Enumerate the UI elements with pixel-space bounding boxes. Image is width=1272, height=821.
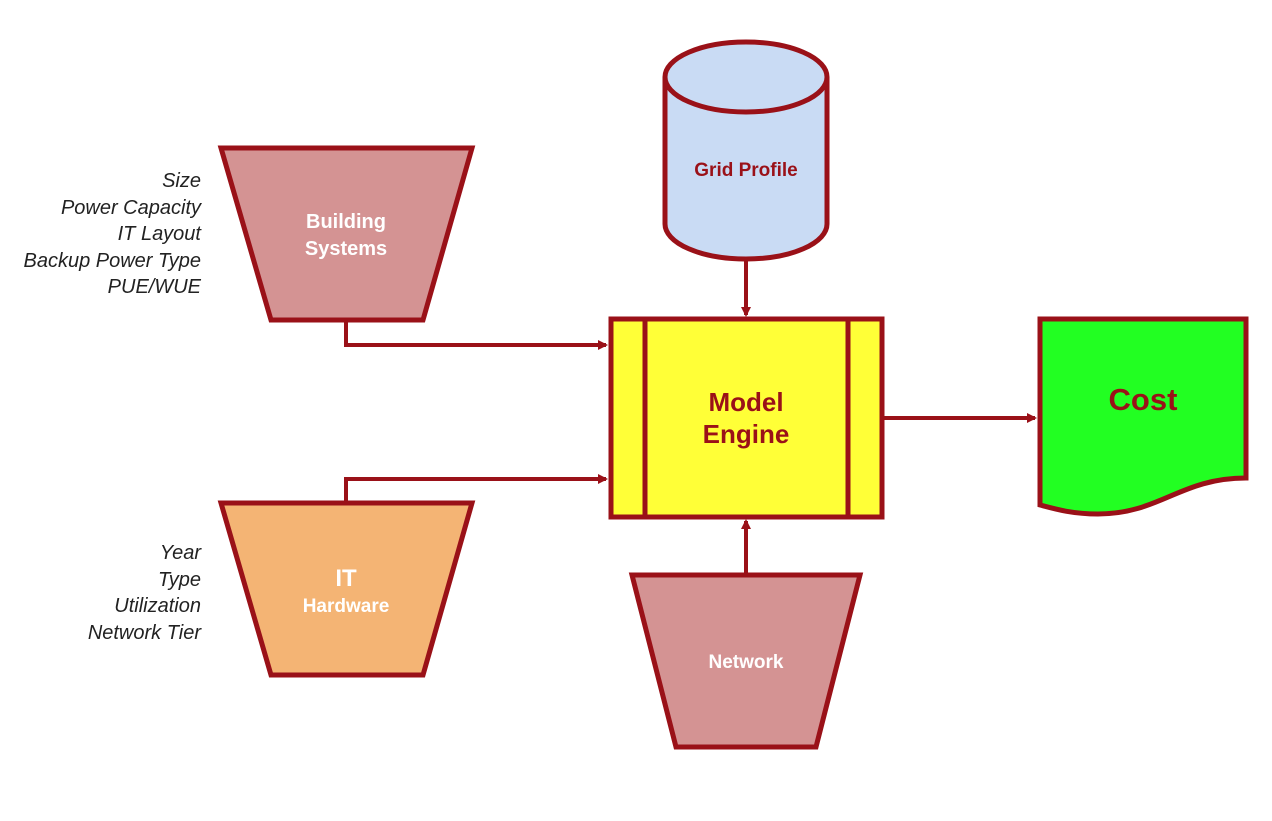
- building-attribute-item: Size: [162, 170, 201, 192]
- building-systems-label-line1: Building: [306, 211, 386, 233]
- network-label: Network: [709, 652, 784, 673]
- cost-label: Cost: [1109, 382, 1178, 417]
- grid-profile-node: Grid Profile: [662, 39, 830, 262]
- hardware-attribute-item: Utilization: [114, 595, 201, 617]
- building-attributes-list: Size Power Capacity IT Layout Backup Pow…: [1, 168, 202, 301]
- building-systems-label-line2: Systems: [305, 238, 387, 260]
- network-node: Network: [628, 572, 864, 750]
- hardware-attributes-list: Year Type Utilization Network Tier: [1, 540, 201, 646]
- hardware-attribute-item: Year: [159, 542, 201, 564]
- building-systems-shape: [217, 145, 476, 323]
- grid-profile-top: [662, 39, 830, 115]
- it-hardware-label-line2: Hardware: [303, 596, 390, 617]
- it-hardware-shape: [217, 500, 476, 678]
- model-engine-node: Model Engine: [608, 316, 885, 520]
- network-shape: [628, 572, 864, 750]
- building-attribute-item: Backup Power Type: [23, 249, 202, 272]
- hardware-attribute-item: Network Tier: [87, 621, 201, 644]
- building-attribute-item: PUE/WUE: [107, 276, 201, 298]
- building-attribute-item: Power Capacity: [60, 196, 201, 219]
- hardware-attribute-item: Type: [158, 568, 201, 591]
- hardware-to-engine-arrow: [344, 474, 608, 503]
- building-systems-node: Building Systems: [217, 145, 476, 323]
- model-engine-label-line1: Model: [708, 387, 783, 417]
- grid-profile-label: Grid Profile: [694, 160, 797, 181]
- model-engine-shape: [608, 316, 885, 520]
- grid-profile-body: [662, 77, 830, 262]
- it-hardware-node: IT Hardware: [217, 500, 476, 678]
- it-hardware-label-line1: IT: [335, 565, 357, 592]
- cost-node: Cost: [1037, 316, 1249, 517]
- building-attribute-item: IT Layout: [117, 223, 201, 245]
- cost-shape: [1037, 316, 1249, 517]
- building-to-engine-arrow: [344, 320, 608, 350]
- model-engine-label-line2: Engine: [703, 419, 790, 449]
